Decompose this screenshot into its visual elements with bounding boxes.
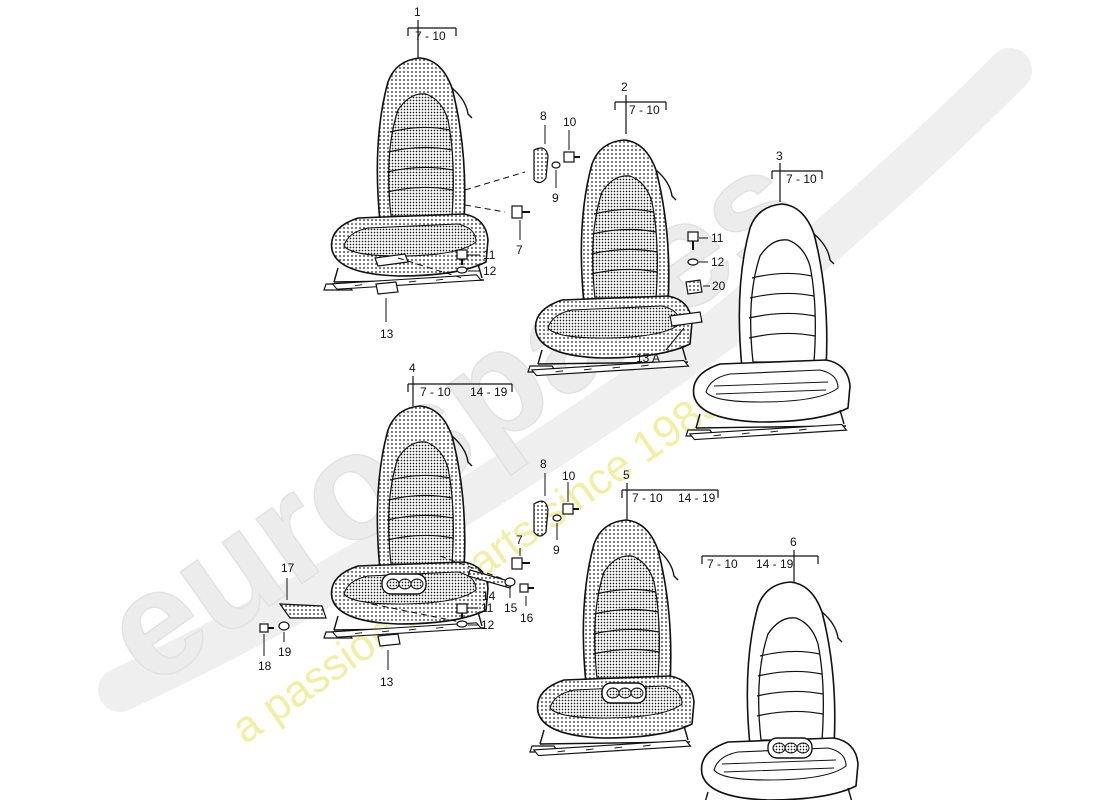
assembly-number-3: 3 — [776, 149, 783, 163]
bolt-7b — [511, 557, 523, 570]
screw-16 — [519, 583, 529, 593]
trim-17 — [278, 603, 327, 619]
callout-12c: 12 — [481, 618, 495, 632]
callout-19: 19 — [278, 645, 292, 659]
callout-10a: 10 — [563, 115, 577, 129]
bracket-8a — [533, 147, 549, 184]
callout-10b: 10 — [562, 469, 576, 483]
plate-13A — [669, 311, 703, 327]
seat-4-small-parts: 8 10 9 7 14 15 16 11 12 17 18 — [258, 457, 579, 689]
callout-15: 15 — [504, 601, 518, 615]
bolt-11b — [687, 231, 699, 242]
assembly-number-4: 4 — [409, 361, 416, 375]
seat-2-small-parts: 11 12 20 13 A — [636, 231, 726, 365]
callout-12b: 12 — [711, 255, 725, 269]
seat-6-label: 6 7 - 10 14 - 19 — [701, 535, 819, 582]
assembly-number-5: 5 — [623, 468, 630, 482]
callout-13a: 13 — [380, 327, 394, 341]
seat-assembly-4 — [323, 405, 507, 639]
bolt-7a — [511, 205, 523, 219]
callout-13b: 13 — [380, 675, 394, 689]
seat-assembly-1 — [323, 57, 526, 291]
callout-17: 17 — [281, 561, 295, 575]
callout-11a: 11 — [483, 248, 496, 262]
screw-10a — [563, 151, 575, 163]
washer-9a — [551, 161, 561, 169]
callout-9b: 9 — [553, 543, 560, 557]
range-5a: 7 - 10 — [632, 491, 663, 505]
seat-5-label: 5 7 - 10 14 - 19 — [621, 468, 719, 520]
plate-13b — [377, 633, 401, 647]
range-4a: 7 - 10 — [420, 385, 451, 399]
callout-20: 20 — [712, 279, 726, 293]
callout-12a: 12 — [483, 264, 497, 278]
range-4b: 14 - 19 — [470, 385, 508, 399]
screw-18 — [259, 623, 269, 633]
seat-2-label: 2 7 - 10 — [614, 80, 667, 134]
callout-8b: 8 — [540, 457, 547, 471]
range-5b: 14 - 19 — [678, 491, 716, 505]
range-6a: 7 - 10 — [707, 557, 738, 571]
screw-10b — [562, 503, 574, 515]
range-1: 7 - 10 — [415, 29, 446, 43]
washer-12b — [687, 258, 699, 266]
callout-11b: 11 — [711, 231, 724, 245]
callout-14: 14 — [482, 589, 496, 603]
assembly-number-6: 6 — [790, 535, 797, 549]
callout-13A: 13 A — [636, 351, 660, 365]
callout-18: 18 — [258, 659, 272, 673]
seat-4-label: 4 7 - 10 14 - 19 — [407, 361, 513, 406]
assembly-number-1: 1 — [414, 5, 421, 19]
seat-3-label: 3 7 - 10 — [771, 149, 823, 202]
callout-11c: 11 — [481, 601, 494, 615]
range-2: 7 - 10 — [629, 103, 660, 117]
range-3: 7 - 10 — [786, 172, 817, 186]
washer-19 — [278, 621, 290, 631]
seat-1-label: 1 7 - 10 — [407, 5, 457, 58]
seat-assembly-6 — [693, 581, 859, 805]
bracket-8b — [533, 500, 549, 537]
seat-1-small-parts: 8 10 9 7 11 12 13 — [375, 109, 580, 341]
washer-12c — [456, 620, 468, 628]
callout-7a: 7 — [516, 243, 523, 257]
washer-15 — [504, 577, 516, 587]
nut-20 — [685, 279, 703, 295]
range-6b: 14 - 19 — [756, 557, 794, 571]
callout-9a: 9 — [552, 191, 559, 205]
washer-9b — [552, 514, 562, 522]
callout-8a: 8 — [540, 109, 547, 123]
assembly-number-2: 2 — [621, 80, 628, 94]
plate-13a — [375, 281, 399, 295]
bolt-11a — [456, 249, 468, 260]
washer-12a — [456, 266, 468, 274]
bolt-11c — [456, 603, 468, 614]
callout-16: 16 — [520, 611, 534, 625]
callout-7b: 7 — [516, 533, 523, 547]
